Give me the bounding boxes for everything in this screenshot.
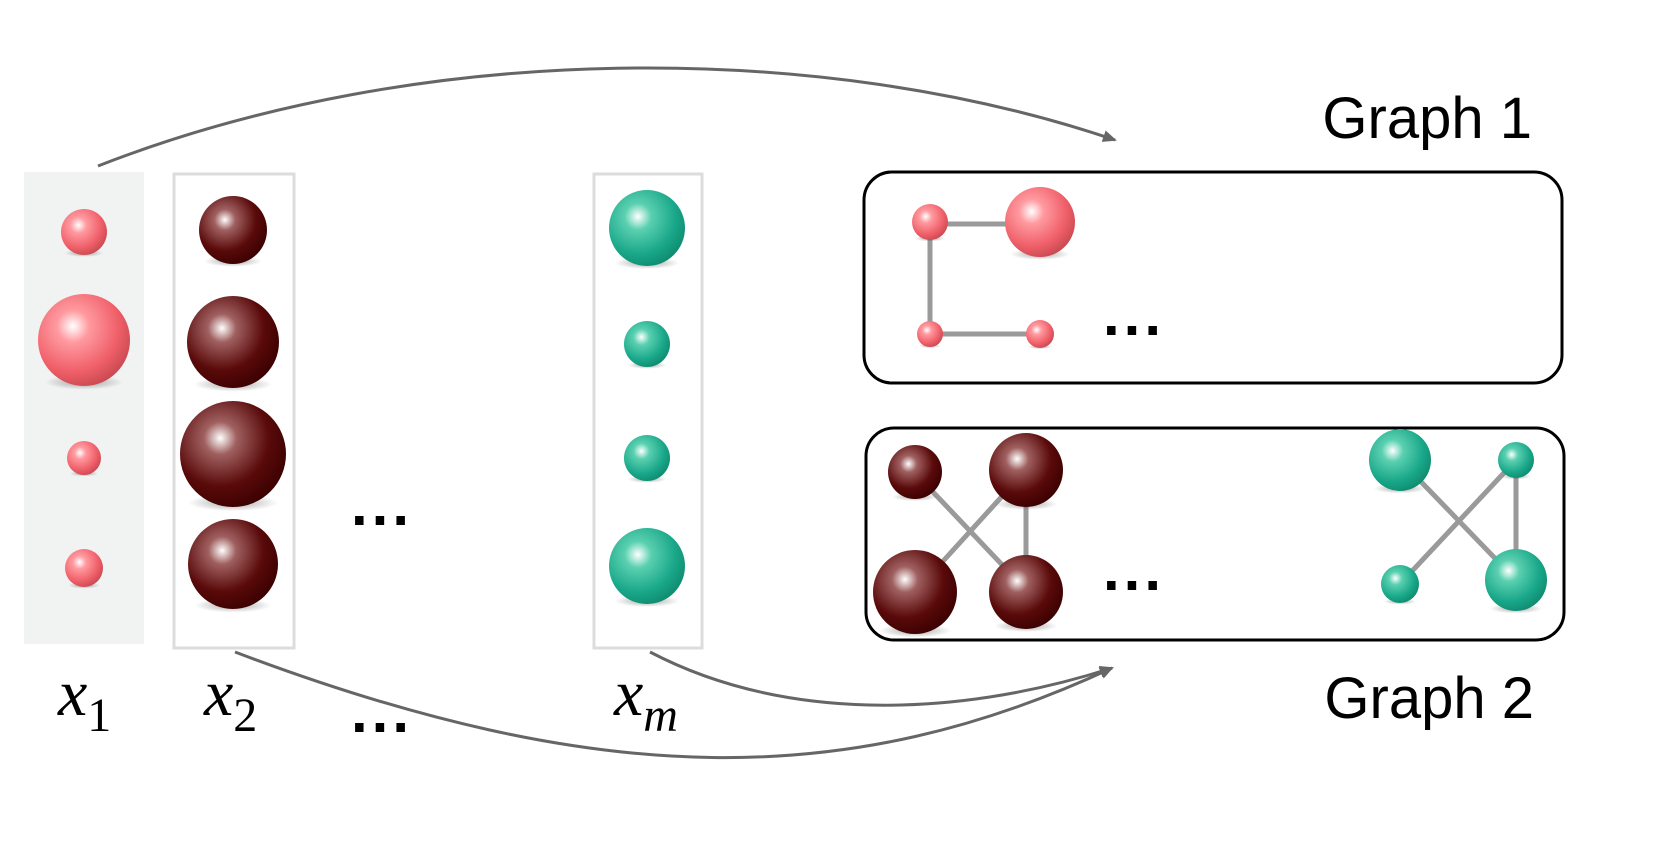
xm-green-sphere bbox=[609, 528, 685, 604]
graph2-title: Graph 2 bbox=[1324, 666, 1534, 731]
label-ellipsis: ... bbox=[351, 678, 413, 745]
x1-red-sphere bbox=[65, 549, 103, 587]
column-x2-box bbox=[172, 172, 296, 650]
graph1-red-sphere bbox=[917, 321, 943, 347]
graph2-dark-sphere bbox=[888, 445, 942, 499]
x1-red-sphere bbox=[67, 441, 101, 475]
arrow-x2-to-graph2 bbox=[234, 650, 1114, 760]
spheres bbox=[38, 187, 1547, 638]
x2-dark-sphere bbox=[180, 401, 286, 507]
graph2-ellipsis: ... bbox=[1103, 536, 1165, 603]
x2-dark-sphere bbox=[188, 519, 278, 609]
graph1-red-sphere bbox=[1026, 320, 1054, 348]
x2-dark-sphere bbox=[187, 296, 279, 388]
column-xm-box bbox=[592, 172, 704, 650]
arrow-xm-to-graph2 bbox=[649, 650, 1114, 707]
graph2-dark-sphere bbox=[989, 433, 1063, 507]
x2-dark-sphere bbox=[199, 196, 267, 264]
graph2-dark-sphere bbox=[989, 555, 1063, 629]
x1-red-sphere bbox=[38, 294, 130, 386]
graph1-title: Graph 1 bbox=[1322, 86, 1532, 151]
graph2-green-sphere bbox=[1498, 442, 1534, 478]
label-x1-subscript: 1 bbox=[87, 689, 111, 742]
xm-green-sphere bbox=[624, 321, 670, 367]
x1-red-sphere bbox=[61, 209, 107, 255]
label-xm: xm bbox=[613, 657, 678, 742]
graph2-edge bbox=[1397, 457, 1519, 587]
graph2-dark-sphere bbox=[873, 550, 957, 634]
label-x2: x2 bbox=[203, 657, 257, 742]
graph1-red-sphere bbox=[912, 204, 948, 240]
arrow-x1-to-graph1 bbox=[97, 66, 1117, 168]
graph2-green-sphere bbox=[1369, 429, 1431, 491]
label-x1-symbol: x bbox=[57, 657, 87, 730]
xm-green-sphere bbox=[609, 190, 685, 266]
label-x2-subscript: 2 bbox=[233, 689, 257, 742]
column-ellipsis: ... bbox=[351, 471, 413, 538]
label-x2-symbol: x bbox=[203, 657, 233, 730]
graph1-box bbox=[862, 170, 1564, 385]
label-x1: x1 bbox=[57, 657, 111, 742]
xm-green-sphere bbox=[624, 435, 670, 481]
graph1-red-sphere bbox=[1005, 187, 1075, 257]
label-xm-subscript: m bbox=[643, 689, 678, 742]
label-xm-symbol: x bbox=[613, 657, 643, 730]
graph2-green-sphere bbox=[1381, 565, 1419, 603]
graph1-ellipsis: ... bbox=[1103, 281, 1165, 348]
graph2-green-sphere bbox=[1485, 549, 1547, 611]
